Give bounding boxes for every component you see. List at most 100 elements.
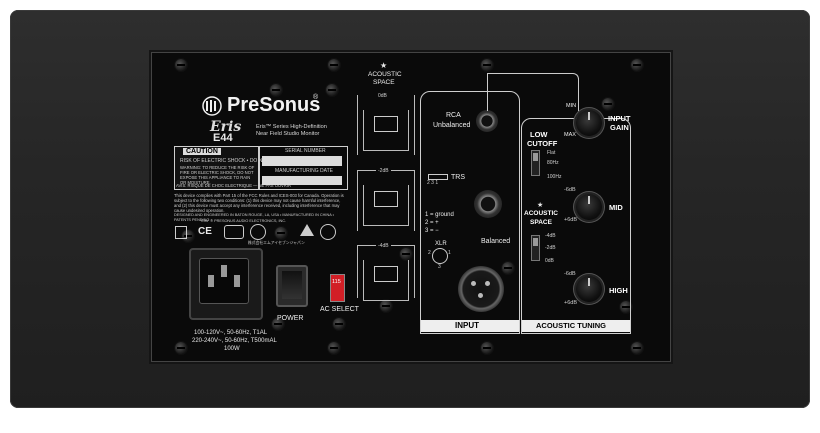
- trs-plug-icon: [428, 174, 448, 180]
- acoustic-space-opt-0: 0dB: [545, 258, 554, 264]
- high-plus-label: +6dB: [564, 300, 577, 306]
- power-pin: [221, 265, 227, 277]
- panel-screw: [275, 227, 287, 239]
- panel-screw: [380, 300, 392, 312]
- input-title-bar: [421, 320, 519, 332]
- speaker-glyph: [374, 191, 398, 207]
- power-label: POWER: [277, 315, 304, 322]
- diagram-level-0db: 0dB: [376, 93, 389, 99]
- input-section-border: [420, 91, 520, 334]
- power-spec-1: 100-120V~, 50-60Hz, T1AL: [194, 330, 268, 336]
- ac-select-label: AC SELECT: [320, 306, 359, 313]
- xlr-pinout-icon: [432, 248, 448, 264]
- japanese-text: 株式会社エムアイセブンジャパン: [248, 241, 305, 245]
- xlr-pin-1: 1 = ground: [425, 212, 454, 218]
- low-cutoff-opt-100: 100Hz: [547, 174, 562, 180]
- panel-screw: [502, 262, 514, 274]
- panel-screw: [602, 98, 614, 110]
- high-knob[interactable]: [576, 276, 602, 302]
- panel-screw: [175, 59, 187, 71]
- acoustic-space-switch[interactable]: [531, 235, 540, 261]
- low-cutoff-opt-80: 80Hz: [547, 160, 559, 166]
- xlr-hole: [471, 281, 476, 286]
- caution-label: CAUTION: [183, 148, 221, 155]
- acoustic-space-star-2: ★: [537, 202, 544, 209]
- rca-input-jack[interactable]: [476, 110, 498, 132]
- mid-minus-label: -6dB: [564, 187, 576, 193]
- trs-input-jack[interactable]: [474, 190, 502, 218]
- input-gain-knob[interactable]: [576, 110, 602, 136]
- panel-screw: [333, 318, 345, 330]
- xlr-hole: [485, 281, 490, 286]
- diagram-level-4db: -4dB: [376, 243, 391, 249]
- power-watts: 100W: [224, 346, 240, 352]
- mid-knob[interactable]: [576, 194, 602, 220]
- panel-screw: [328, 59, 340, 71]
- series-line-1: Eris™ Series High-Definition: [256, 124, 327, 130]
- acoustic-space-opt-2: -2dB: [545, 245, 556, 251]
- mid-label: MID: [609, 203, 623, 212]
- input-gain-label-1: INPUT: [608, 114, 631, 123]
- xlr-input-jack[interactable]: [458, 266, 504, 312]
- input-gain-label-2: GAIN: [610, 123, 629, 132]
- panel-screw: [631, 342, 643, 354]
- acoustic-space-opt-4: -4dB: [545, 233, 556, 239]
- panel-screw: [326, 84, 338, 96]
- diagram-frame-0db: [357, 95, 415, 155]
- mfg-date-label: MANUFACTURING DATE: [275, 168, 333, 174]
- xlr-label: XLR: [435, 241, 447, 247]
- gain-min-label: MIN: [566, 103, 577, 109]
- avis-text: AVIS: RISQUE DE CHOC ELECTRIQUE — NE PAS…: [176, 183, 292, 188]
- xlr-hole: [478, 293, 483, 298]
- acoustic-space-title-2: SPACE: [373, 79, 395, 86]
- rca-unbalanced-label: Unbalanced: [433, 122, 471, 129]
- ce-icon: CE: [198, 226, 212, 237]
- panel-screw: [270, 84, 282, 96]
- model-script: Eris: [210, 119, 242, 135]
- xlr-pin-label-2: 2: [428, 250, 431, 256]
- room-diagram-4db: [363, 260, 409, 301]
- panel-screw: [631, 59, 643, 71]
- registered-mark: ®: [313, 94, 319, 101]
- serial-box: [258, 146, 348, 190]
- tuning-title: ACOUSTIC TUNING: [536, 321, 606, 330]
- acoustic-space-label-2: SPACE: [530, 219, 552, 226]
- series-line-2: Near Field Studio Monitor: [256, 131, 320, 137]
- power-inlet[interactable]: [189, 248, 263, 320]
- acoustic-space-title-1: ACOUSTIC: [368, 71, 402, 78]
- high-minus-label: -6dB: [564, 271, 576, 277]
- ac-select-value: 115: [332, 279, 341, 285]
- ac-select-switch[interactable]: 115: [330, 274, 345, 302]
- power-switch[interactable]: [276, 265, 308, 307]
- trs-label: TRS: [451, 174, 465, 181]
- serial-field: [262, 156, 342, 166]
- xlr-pin-2: 2 = +: [425, 220, 439, 226]
- brand-name: PreSonus: [227, 94, 321, 116]
- serial-label: SERIAL NUMBER: [285, 148, 326, 154]
- fcc-text: This device complies with Part 15 of the…: [174, 193, 344, 213]
- tuning-title-bar: [522, 320, 630, 332]
- panel-screw: [481, 342, 493, 354]
- low-cutoff-label-2: CUTOFF: [527, 139, 558, 148]
- panel-screw: [400, 248, 412, 260]
- panel-screw: [328, 342, 340, 354]
- power-spec-2: 220-240V~, 50-60Hz, T500mAL: [192, 338, 277, 344]
- high-label: HIGH: [609, 286, 628, 295]
- room-diagram-2db: [363, 185, 409, 226]
- power-pin: [208, 275, 214, 287]
- panel-screw: [175, 342, 187, 354]
- xlr-pin-3: 3 = −: [425, 228, 439, 234]
- acoustic-space-label-1: ACOUSTIC: [524, 210, 558, 217]
- gain-max-label: MAX: [564, 132, 576, 138]
- designed-text: DESIGNED AND ENGINEERED IN BATON ROUGE, …: [174, 213, 334, 222]
- panel-screw: [620, 301, 632, 313]
- power-inlet-socket: [199, 258, 249, 304]
- room-diagram-0db: [363, 110, 409, 151]
- panel-screw: [481, 59, 493, 71]
- low-cutoff-switch[interactable]: [531, 150, 540, 176]
- balanced-label: Balanced: [481, 238, 511, 245]
- speaker-glyph: [374, 116, 398, 132]
- mfg-date-field: [262, 176, 342, 185]
- pse-icon: [250, 224, 266, 240]
- acoustic-space-star: ★: [380, 61, 388, 70]
